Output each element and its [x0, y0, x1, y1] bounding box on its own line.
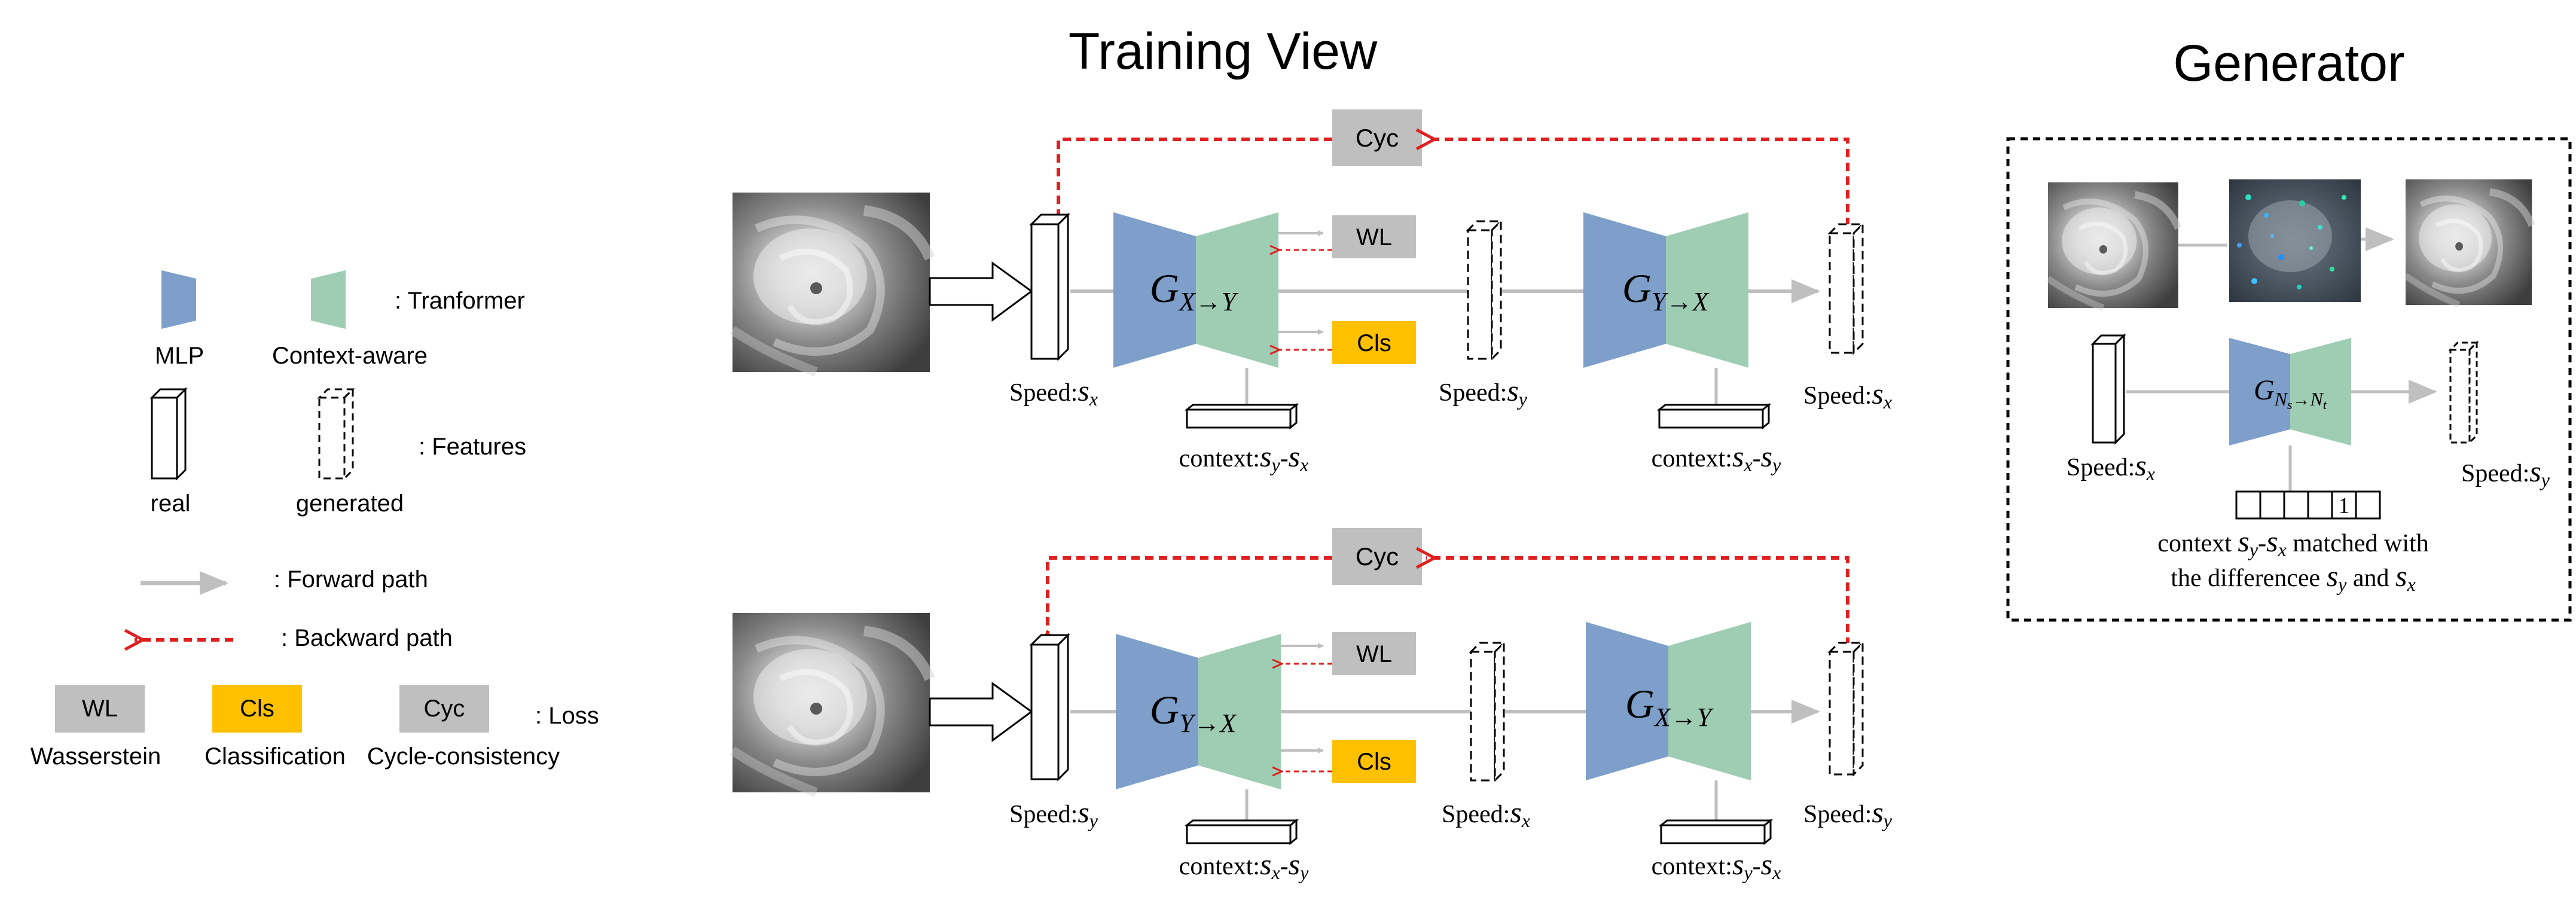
bottom-input-feature	[1029, 633, 1070, 782]
top-input-feature	[1029, 212, 1070, 361]
legend-wasserstein-label: Wasserstein	[30, 743, 161, 770]
bottom-gen2-label: GX→Y	[1625, 681, 1714, 732]
bottom-cycle-backward-loop	[1415, 547, 1849, 646]
bottom-speed-in-label: Speed:sy	[1009, 795, 1098, 831]
generator-speed-out-label: Speed:sy	[2461, 454, 2550, 490]
top-cyc-text: Cyc	[1356, 124, 1399, 152]
legend-backward-label: : Backward path	[281, 625, 453, 651]
training-view-title: Training View	[1069, 23, 1378, 80]
legend-features-label: : Features	[419, 434, 526, 460]
legend-classification-label: Classification	[205, 743, 346, 770]
top-gen2-mlp	[1583, 212, 1666, 368]
top-context1-vector	[1184, 402, 1299, 430]
legend-context-aware-label: Context-aware	[272, 343, 428, 369]
bottom-mid-feature	[1469, 640, 1506, 783]
legend: MLP Context-aware : Tranformer real gene…	[30, 270, 599, 770]
top-output-feature	[1827, 222, 1865, 355]
top-gen2-context	[1666, 212, 1748, 368]
training-top-row: Cyc Speed:sx GX→Y WL Cls	[732, 109, 1892, 475]
legend-generated-label: generated	[296, 490, 404, 517]
bottom-context2-label: context:sy-sx	[1652, 847, 1781, 883]
legend-wl-text: WL	[82, 695, 118, 722]
legend-real-feature-icon	[149, 387, 188, 481]
generator-context-line2: the differencee sy and sx	[2171, 559, 2415, 595]
bottom-input-hurricane-image	[732, 613, 930, 792]
generator-mlp	[2229, 338, 2290, 446]
bottom-gen2-mlp	[1586, 622, 1668, 780]
generator-onehot-vector	[2235, 490, 2381, 520]
bottom-cyc-box	[1332, 528, 1422, 585]
top-input-hurricane-image	[732, 193, 930, 372]
top-cls-text: Cls	[1357, 330, 1391, 356]
bottom-gen2-context	[1668, 622, 1751, 780]
generator-noise-image	[2229, 179, 2361, 302]
bottom-cycle-backward-down	[1036, 556, 1332, 652]
legend-transformer-label: : Tranformer	[395, 288, 525, 314]
bottom-speed-mid-label: Speed:sx	[1442, 795, 1530, 831]
generator-context-line1: context sy-sx matched with	[2157, 524, 2428, 560]
bottom-context2-vector	[1658, 818, 1774, 846]
generator-onehot-value: 1	[2339, 493, 2350, 518]
generator-input-image	[2048, 182, 2178, 308]
top-context2-label: context:sx-sy	[1652, 440, 1781, 475]
top-wl-text: WL	[1356, 224, 1392, 251]
bottom-input-arrow	[929, 682, 1033, 742]
legend-cyc-box	[399, 685, 489, 733]
legend-cls-text: Cls	[240, 695, 274, 722]
generator-title: Generator	[2173, 35, 2404, 92]
legend-forward-label: : Forward path	[274, 566, 428, 593]
bottom-speed-out-label: Speed:sy	[1803, 795, 1893, 831]
legend-cyc-text: Cyc	[424, 695, 465, 722]
bottom-context1-label: context:sx-sy	[1179, 847, 1309, 883]
bottom-cls-box	[1332, 740, 1416, 783]
top-context1-label: context:sy-sx	[1179, 440, 1309, 475]
legend-mlp-shape	[161, 270, 196, 329]
bottom-wl-box	[1332, 632, 1416, 675]
bottom-cyc-text: Cyc	[1356, 542, 1399, 570]
top-speed-in-label: Speed:sx	[1009, 374, 1098, 410]
legend-wl-box	[55, 685, 145, 733]
top-cls-box	[1332, 321, 1416, 364]
top-context2-vector	[1656, 402, 1772, 430]
top-speed-mid-label: Speed:sy	[1439, 374, 1528, 410]
top-gen1-mlp	[1113, 212, 1196, 368]
legend-context-aware-shape	[311, 270, 346, 329]
top-gen1-context	[1196, 212, 1278, 368]
top-input-arrow	[929, 261, 1033, 322]
generator-output-feature	[2448, 340, 2479, 445]
bottom-context1-vector	[1184, 818, 1299, 846]
top-cycle-backward-loop	[1415, 128, 1849, 226]
top-gen2-label: GY→X	[1622, 266, 1710, 316]
top-gen1-label: GX→Y	[1150, 266, 1239, 316]
generator-panel-border	[2006, 137, 2572, 622]
bottom-gen1-label: GY→X	[1150, 687, 1238, 738]
legend-cls-box	[212, 685, 302, 733]
generator-context	[2290, 338, 2351, 446]
legend-real-label: real	[151, 490, 191, 517]
legend-loss-label: : Loss	[535, 703, 599, 729]
generator-speed-in-label: Speed:sx	[2067, 448, 2155, 484]
generator-block-label: GNs→Nt	[2254, 374, 2327, 412]
training-bottom-row: Cyc Speed:sy GY→X WL Cls cont	[732, 528, 1893, 883]
top-wl-box	[1332, 215, 1416, 258]
legend-cycle-label: Cycle-consistency	[367, 743, 560, 770]
top-cyc-box	[1332, 109, 1422, 166]
generator-panel: Speed:sx GNs→Nt Speed:sy 1 context sy-sx…	[2048, 179, 2550, 595]
generator-input-feature	[2090, 333, 2126, 445]
top-speed-out-label: Speed:sx	[1803, 377, 1892, 413]
legend-generated-feature-icon	[317, 387, 355, 481]
bottom-gen1-context	[1198, 634, 1281, 789]
generator-output-image	[2406, 179, 2532, 305]
top-cycle-backward-down	[1047, 138, 1332, 233]
bottom-cls-text: Cls	[1357, 749, 1391, 775]
bottom-wl-text: WL	[1356, 641, 1392, 667]
bottom-gen1-mlp	[1116, 634, 1198, 789]
legend-mlp-label: MLP	[155, 343, 204, 369]
bottom-output-feature	[1827, 640, 1865, 777]
top-mid-feature	[1466, 219, 1503, 361]
